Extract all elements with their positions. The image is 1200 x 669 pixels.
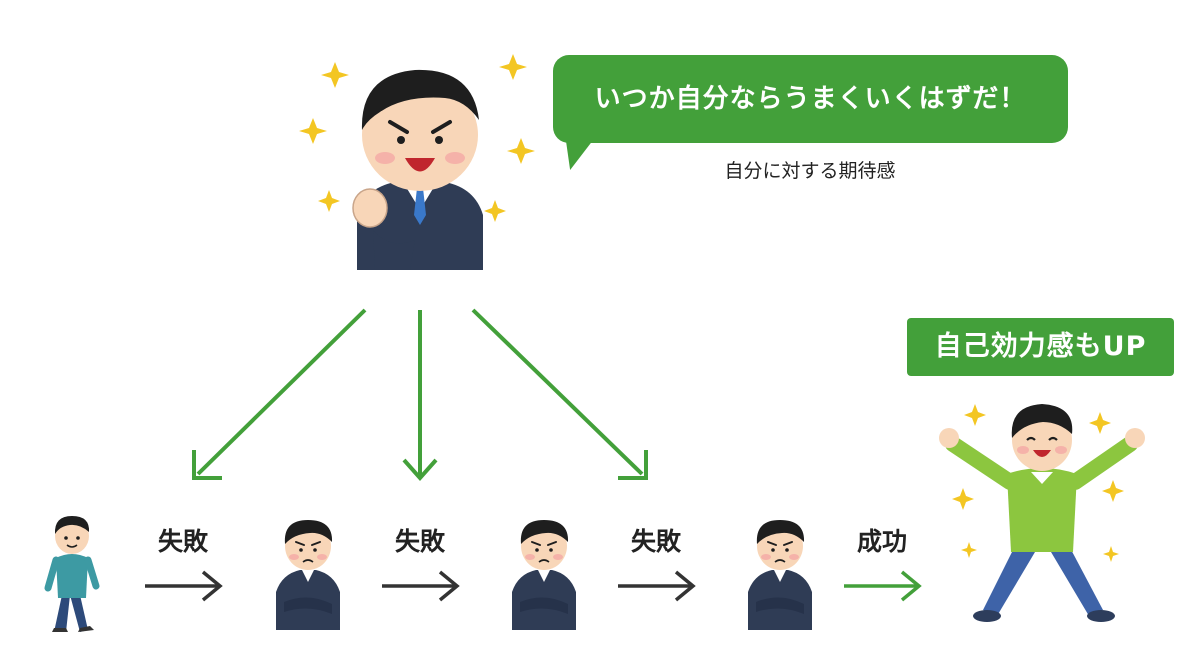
self-efficacy-badge: 自己効力感もUP bbox=[907, 318, 1174, 376]
worried-businessman-icon bbox=[512, 520, 576, 630]
expectation-arrows bbox=[192, 308, 648, 482]
speech-bubble-text: いつか自分ならうまくいくはずだ！ bbox=[594, 84, 1027, 114]
worried-businessman-icon bbox=[748, 520, 812, 630]
step-4-arrow bbox=[844, 570, 922, 602]
jumping-happy-man-icon bbox=[939, 404, 1145, 622]
step-3-arrow bbox=[618, 570, 696, 602]
arrow-to-first-failure bbox=[192, 308, 367, 480]
speech-bubble: いつか自分ならうまくいくはずだ！ bbox=[553, 55, 1068, 143]
self-efficacy-badge-text: 自己効力感もUP bbox=[934, 331, 1147, 362]
step-1-label: 失敗 bbox=[157, 527, 208, 556]
walking-man-icon bbox=[44, 516, 100, 632]
step-1-arrow bbox=[145, 570, 223, 602]
sparkle-icon bbox=[299, 54, 535, 222]
arrow-to-second-failure bbox=[402, 310, 438, 482]
sparkle-icon bbox=[952, 404, 1124, 562]
confident-businessman-icon bbox=[299, 54, 535, 270]
arrow-to-third-failure bbox=[471, 308, 648, 480]
step-2-arrow bbox=[382, 570, 460, 602]
step-3-label: 失敗 bbox=[630, 527, 681, 556]
speech-bubble-caption: 自分に対する期待感 bbox=[724, 160, 896, 182]
worried-businessman-icon bbox=[276, 520, 340, 630]
step-4-label: 成功 bbox=[856, 527, 907, 556]
step-2-label: 失敗 bbox=[394, 527, 445, 556]
